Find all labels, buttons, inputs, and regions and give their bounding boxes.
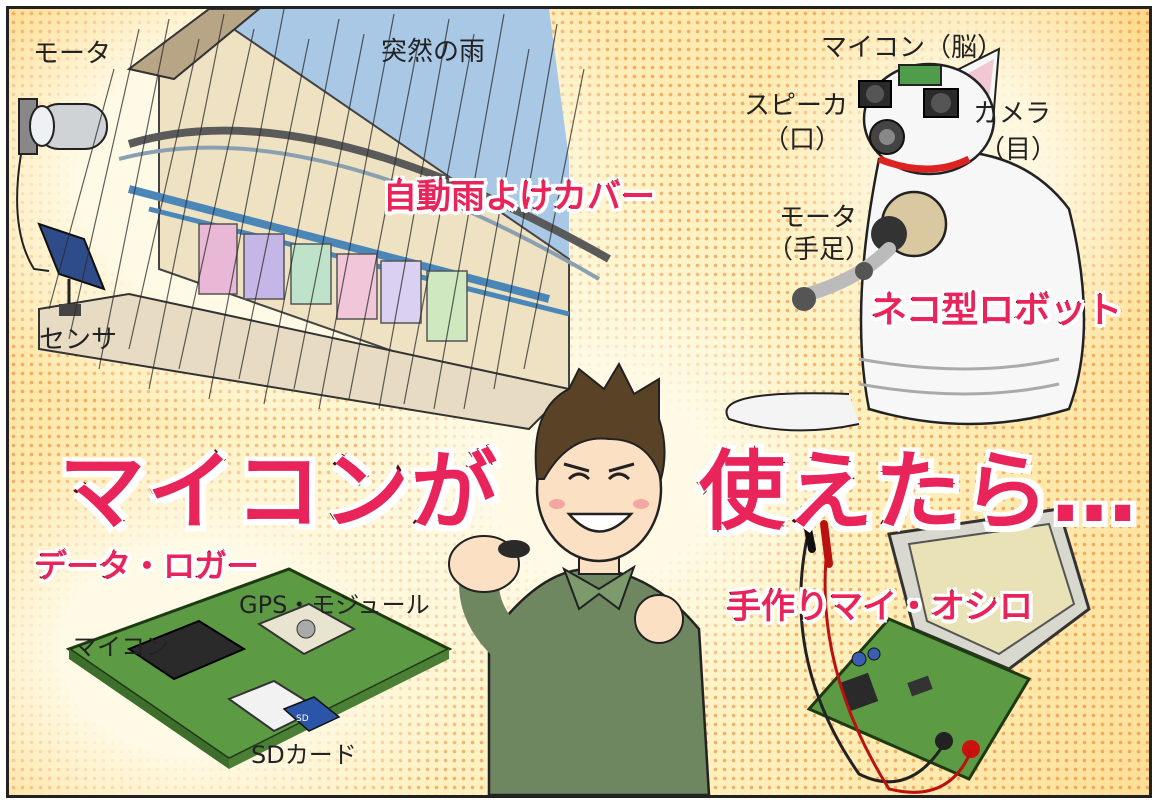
man-illustration bbox=[448, 361, 711, 795]
data-logger-board: SD bbox=[65, 567, 453, 769]
label-gps-module: GPS・モジュール bbox=[239, 591, 430, 619]
label-speaker: スピーカ bbox=[744, 91, 849, 121]
caption-robot-cat: ネコ型ロボット bbox=[870, 289, 1123, 332]
label-speaker-mouth: （口） bbox=[763, 125, 842, 155]
label-camera-eye: （目） bbox=[979, 135, 1058, 165]
comic-panel: SD bbox=[6, 6, 1152, 798]
label-sudden-rain: 突然の雨 bbox=[381, 37, 486, 67]
label-microcontroller: マイコン bbox=[73, 633, 169, 661]
oscilloscope-illustration bbox=[799, 505, 1091, 794]
label-motor-rain: モータ bbox=[33, 39, 112, 69]
headline-left: マイコンが bbox=[57, 440, 499, 544]
robot-cat-illustration bbox=[725, 47, 1086, 432]
caption-rain-cover: 自動雨よけカバー bbox=[382, 176, 656, 218]
illustration-layer: SD bbox=[16, 9, 1091, 795]
label-sd-card: SDカード bbox=[251, 741, 357, 769]
label-limbs: （手足） bbox=[767, 235, 872, 265]
chip-in-hand bbox=[498, 540, 530, 558]
label-microcontroller-brain: マイコン（脳） bbox=[821, 33, 1004, 63]
rain-cover-illustration bbox=[16, 9, 611, 431]
label-camera: カメラ bbox=[973, 99, 1052, 129]
rain-streaks bbox=[48, 9, 585, 410]
label-motor-limbs: モータ bbox=[779, 203, 858, 233]
caption-data-logger: データ・ロガー bbox=[34, 546, 260, 586]
caption-oscilloscope: 手作りマイ・オシロ bbox=[726, 586, 1034, 628]
headline-right: 使えたら… bbox=[697, 440, 1139, 544]
label-sensor: センサ bbox=[39, 325, 118, 355]
sd-chip-label: SD bbox=[296, 714, 309, 724]
